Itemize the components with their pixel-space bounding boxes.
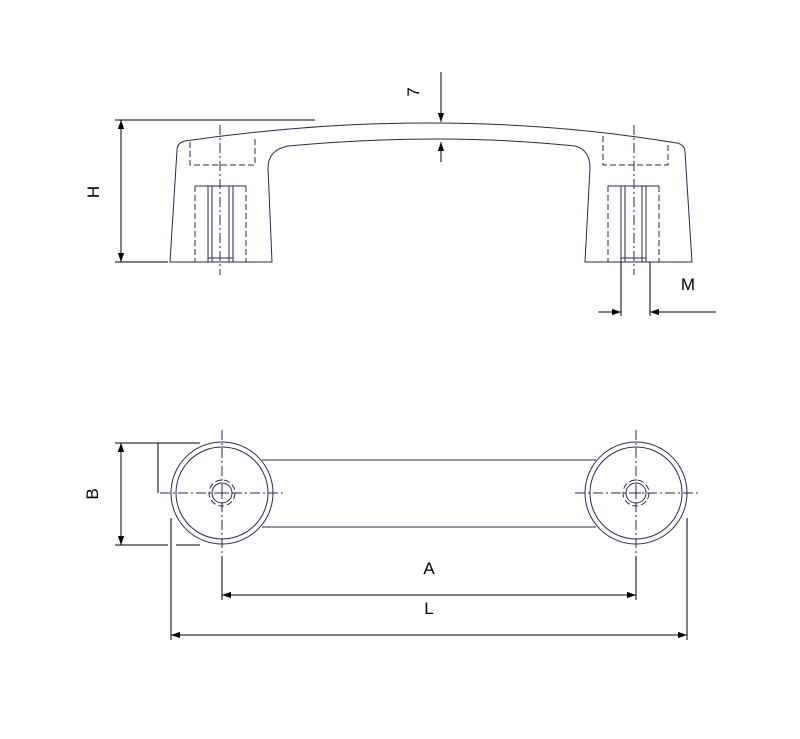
dimension-length-label: L: [424, 599, 433, 618]
dimension-width-label: B: [83, 488, 102, 499]
dimension-thread-label: M: [681, 275, 695, 294]
side-dimensions: [115, 72, 716, 316]
handle-outline: [169, 122, 693, 263]
dimension-thickness-label: 7: [404, 87, 423, 96]
dimension-hole-distance-label: A: [423, 559, 435, 578]
side-view: [169, 122, 693, 275]
top-view: [160, 430, 698, 556]
top-dimensions: [115, 442, 688, 640]
dimension-height-label: H: [84, 186, 103, 198]
